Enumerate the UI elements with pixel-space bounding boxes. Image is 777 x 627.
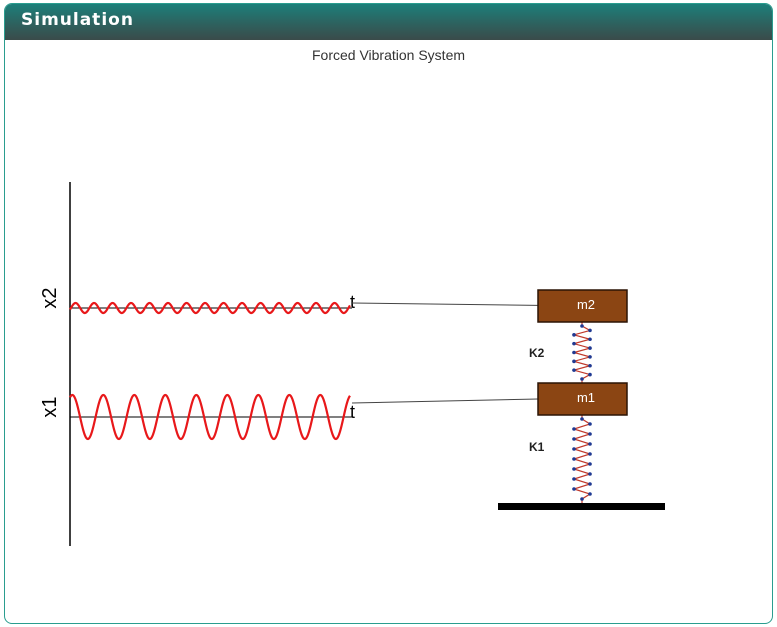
spring-k1 [571,415,593,503]
time-label-x2: t [350,292,355,312]
axis-label-x2: x2 [39,287,61,308]
spring-node [588,462,592,466]
spring-node [580,497,584,501]
spring-node [580,417,584,421]
wave-x1 [69,393,351,441]
time-label-x1: t [350,402,355,422]
simulation-title: Forced Vibration System [311,47,466,63]
mass-m1-label: m1 [577,390,595,405]
axis-label-x1: x1 [39,396,61,417]
spring-node [572,467,576,471]
spring-node [572,359,576,364]
spring-node [572,341,576,346]
spring-node [572,333,576,337]
mass-m2-block [537,289,628,323]
mass-m2-label: m2 [577,297,595,312]
spring-node [588,337,592,342]
spring-node [588,328,592,333]
spring-node [588,492,592,496]
spring-node [572,368,576,372]
simulation-panel: Simulation [4,3,773,624]
spring-node [572,477,576,481]
spring-node [580,324,584,328]
spring-node [588,422,592,426]
spring-label-k1: K1 [529,440,545,454]
panel-header: Simulation [5,4,772,40]
wave-x2 [69,301,351,315]
spring-node [572,437,576,441]
spring-node [588,372,592,377]
spring-coil [571,415,593,503]
spring-node [572,350,576,355]
spring-node [588,452,592,456]
spring-node [572,457,576,461]
spring-node [572,447,576,451]
spring-k2 [571,322,593,383]
mass-m1-block [537,382,628,416]
spring-node [588,472,592,476]
spring-label-k2: K2 [529,346,545,360]
spring-node [588,355,592,359]
spring-node [572,427,576,431]
spring-coil [571,322,593,383]
spring-node [588,346,592,350]
spring-node [588,363,592,368]
panel-title: Simulation [21,10,134,30]
spring-node [588,482,592,486]
spring-node [588,442,592,446]
spring-node [588,432,592,436]
spring-node [572,487,576,491]
ground-base [498,503,665,510]
spring-node [580,377,584,381]
